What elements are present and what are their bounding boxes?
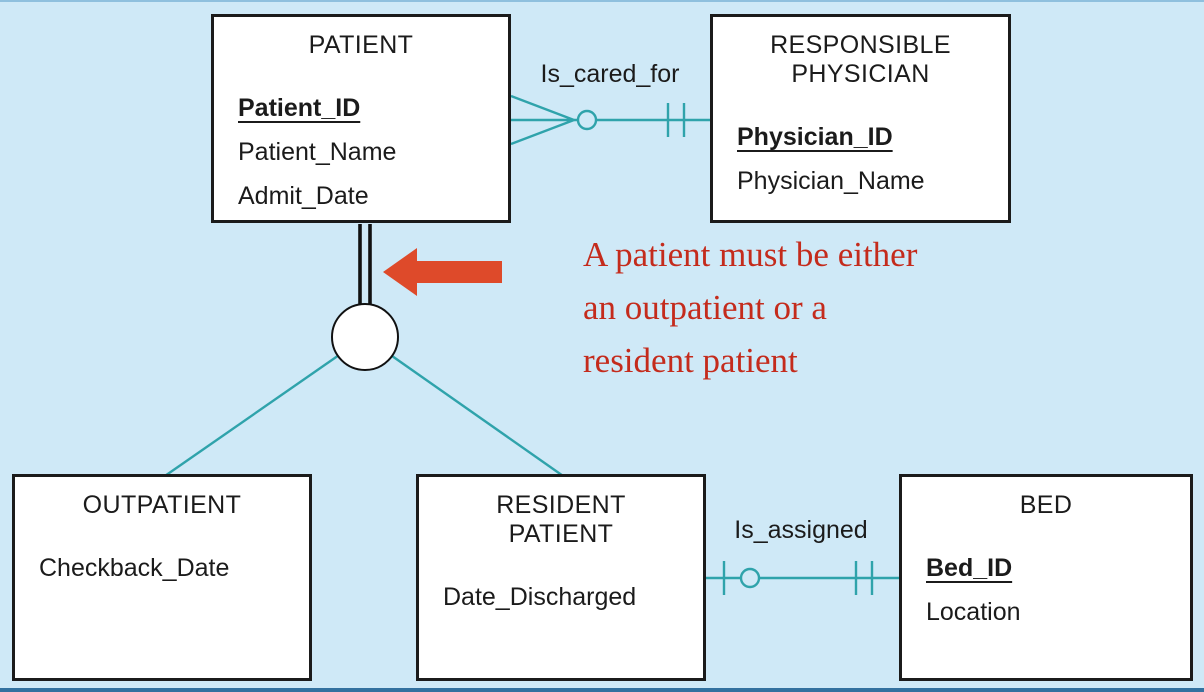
attribute: Checkback_Date xyxy=(39,554,230,582)
entity-attributes: Patient_ID Patient_Name Admit_Date xyxy=(214,60,508,218)
optional-circle-icon xyxy=(739,567,761,589)
entity-resident-patient: RESIDENT PATIENT Date_Discharged xyxy=(416,474,706,681)
attribute: Location xyxy=(926,598,1021,626)
entity-attributes: Date_Discharged xyxy=(419,549,703,619)
top-edge-strip xyxy=(0,0,1204,2)
entity-responsible-physician: RESPONSIBLE PHYSICIAN Physician_ID Physi… xyxy=(710,14,1011,223)
is-assigned-connector xyxy=(703,561,900,595)
entity-title: RESPONSIBLE PHYSICIAN xyxy=(770,31,951,88)
attribute-primary-key: Patient_ID xyxy=(238,94,361,122)
entity-attributes: Bed_ID Location xyxy=(902,520,1190,634)
subtype-connector xyxy=(161,224,567,479)
annotation-arrow-icon xyxy=(383,248,502,296)
entity-title: OUTPATIENT xyxy=(82,491,242,519)
attribute: Physician_Name xyxy=(737,167,925,195)
entity-bed: BED Bed_ID Location xyxy=(899,474,1193,681)
relationship-label-is-assigned: Is_assigned xyxy=(734,516,868,544)
entity-attributes: Checkback_Date xyxy=(15,520,309,590)
entity-attributes: Physician_ID Physician_Name xyxy=(713,89,1008,203)
entity-title: BED xyxy=(1019,491,1073,519)
relationship-label-is-cared-for: Is_cared_for xyxy=(540,60,680,88)
annotation-line: an outpatient or a xyxy=(583,288,827,327)
entity-title: RESIDENT PATIENT xyxy=(496,491,626,548)
entity-title: PATIENT xyxy=(308,31,414,59)
subtype-line-resident xyxy=(364,336,567,479)
attribute: Admit_Date xyxy=(238,182,369,210)
is-cared-for-connector xyxy=(510,94,711,146)
annotation-line: resident patient xyxy=(583,341,798,380)
optional-circle-icon xyxy=(576,109,598,131)
entity-patient: PATIENT Patient_ID Patient_Name Admit_Da… xyxy=(211,14,511,223)
annotation-note: A patient must be either an outpatient o… xyxy=(583,228,1163,387)
subtype-circle-icon xyxy=(331,303,399,371)
annotation-line: A patient must be either xyxy=(583,235,918,274)
crows-foot-icon xyxy=(510,94,575,146)
attribute-primary-key: Physician_ID xyxy=(737,123,893,151)
attribute-primary-key: Bed_ID xyxy=(926,554,1013,582)
entity-outpatient: OUTPATIENT Checkback_Date xyxy=(12,474,312,681)
subtype-line-outpatient xyxy=(161,336,366,479)
bottom-edge-strip xyxy=(0,688,1204,692)
attribute: Date_Discharged xyxy=(443,583,637,611)
attribute: Patient_Name xyxy=(238,138,397,166)
